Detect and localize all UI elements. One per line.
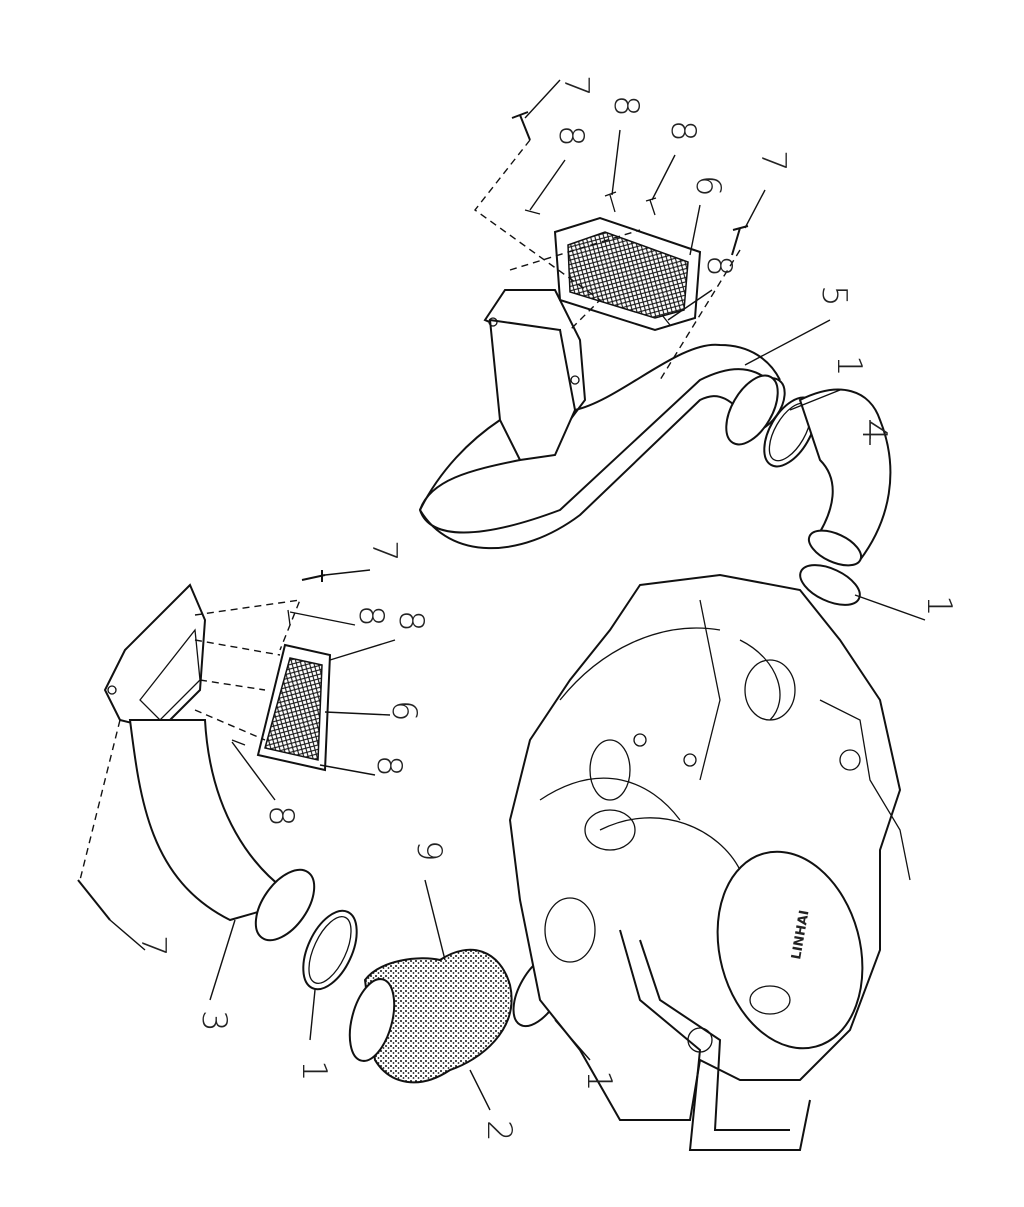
callout-2: 2 bbox=[479, 1120, 519, 1142]
lower-intake-duct bbox=[103, 583, 316, 942]
callout-8: 8 bbox=[391, 610, 431, 632]
lower-filter-screen bbox=[256, 643, 332, 772]
engine-assembly: LINHAI bbox=[508, 573, 911, 1151]
callout-9: 9 bbox=[409, 840, 449, 862]
callout-7: 7 bbox=[133, 935, 173, 957]
callout-8: 8 bbox=[606, 95, 646, 117]
callout-3: 3 bbox=[194, 1010, 234, 1032]
upper-filter-screen bbox=[553, 216, 702, 332]
callout-6: 6 bbox=[384, 700, 424, 722]
callout-8: 8 bbox=[551, 125, 591, 147]
fastener-bolts-top bbox=[511, 111, 749, 326]
callout-1: 1 bbox=[829, 355, 869, 377]
callout-4: 4 bbox=[854, 420, 894, 442]
callout-6: 6 bbox=[688, 175, 728, 197]
callout-8: 8 bbox=[369, 755, 409, 777]
upper-elbow-hose bbox=[798, 388, 892, 606]
callout-1: 1 bbox=[294, 1060, 334, 1082]
callout-8: 8 bbox=[351, 605, 391, 627]
callout-7: 7 bbox=[364, 540, 404, 562]
upper-hose-clamps bbox=[725, 374, 817, 468]
leader-lines bbox=[109, 79, 926, 1111]
callout-1: 1 bbox=[579, 1070, 619, 1092]
callout-5: 5 bbox=[814, 285, 854, 307]
callout-7: 7 bbox=[753, 150, 793, 172]
callout-numbers: 7 8 8 8 6 7 8 5 1 4 1 7 8 8 6 8 8 7 3 1 … bbox=[133, 75, 959, 1142]
lower-elbow-hose bbox=[348, 948, 513, 1084]
callout-8: 8 bbox=[699, 255, 739, 277]
callout-8: 8 bbox=[261, 805, 301, 827]
callout-1: 1 bbox=[919, 595, 959, 617]
fastener-bolts-lower bbox=[77, 570, 326, 921]
callout-8: 8 bbox=[663, 120, 703, 142]
callout-7: 7 bbox=[556, 75, 596, 97]
